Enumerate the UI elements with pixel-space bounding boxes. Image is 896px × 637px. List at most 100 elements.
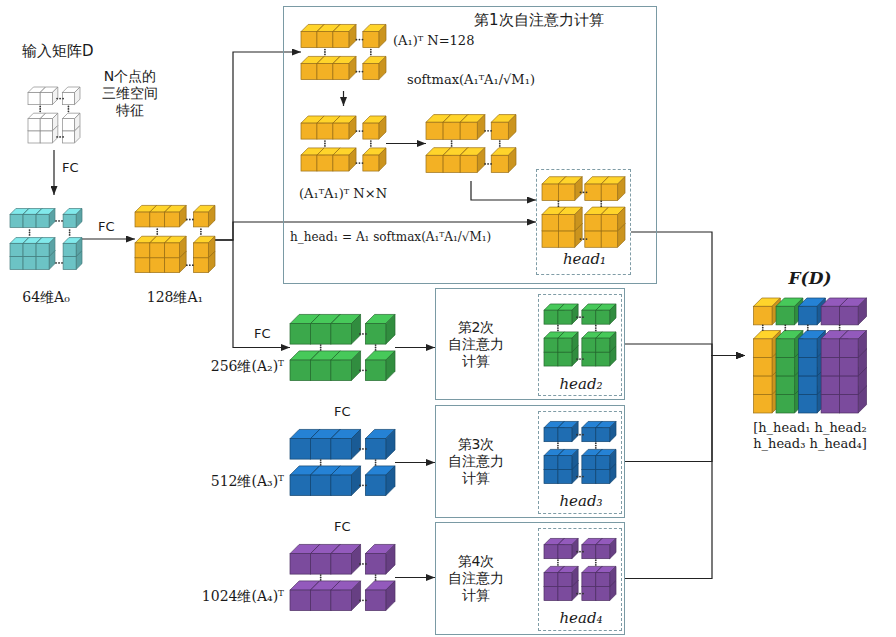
ellipsis-dot [583,238,585,240]
cube-stack [290,425,395,500]
ellipsis-dot [365,599,367,601]
ellipsis-dot [359,333,361,335]
ellipsis-dot [558,200,560,202]
ellipsis-dot [359,39,361,41]
feature-stack: 256维(A₂)ᵀ [290,310,395,385]
cube-stack [290,540,395,615]
ellipsis-dot [186,264,188,266]
cube [62,113,80,131]
ellipsis-dot [557,330,559,332]
ellipsis-dot [29,229,31,231]
ellipsis-dot [375,462,377,464]
ellipsis-dot [375,459,377,461]
ellipsis-dot [359,369,361,371]
ellipsis-dot [558,203,560,205]
ellipsis-dot [61,220,63,222]
cube [331,351,361,381]
attention-panel: 第3次 自注意力 计算head₃ [435,405,625,518]
ellipsis-dot [579,316,581,318]
cube [596,421,616,441]
edge-label: FC [60,160,81,176]
cube [333,148,356,171]
ellipsis-dot [579,476,581,478]
connector [625,356,745,579]
ellipsis-dot [62,98,64,100]
node-label: (A₁ᵀA₁)ᵀ N×N [273,186,413,202]
cube [601,177,625,201]
ellipsis-dot [582,593,584,595]
ellipsis-dot [595,559,597,561]
ellipsis-dot [557,447,559,449]
head-box: head₂ [538,294,622,396]
ellipsis-dot [582,316,584,318]
ellipsis-dot [356,130,358,132]
cube-stack [301,106,386,181]
ellipsis-dot [320,462,322,464]
ellipsis-dot [69,232,71,234]
ellipsis-dot [595,325,597,327]
ellipsis-dot [557,325,559,327]
cube [363,24,386,47]
ellipsis-dot [324,143,326,145]
ellipsis-dot [365,369,367,371]
ellipsis-dot [362,162,364,164]
ellipsis-dot [576,551,578,553]
ellipsis-dot [362,563,364,565]
node-label: softmax(A₁ᵀA₁/√M₁) [391,72,551,88]
ellipsis-dot [356,71,358,73]
cube [365,429,395,459]
cube [558,538,578,558]
connector [395,347,435,348]
ellipsis-dot [359,162,361,164]
cube-stack [745,298,875,413]
ellipsis-dot [62,136,64,138]
cube [193,236,215,258]
ellipsis-dot [580,191,582,193]
node-label: 128维A₁ [130,289,220,306]
ellipsis-dot [807,329,809,331]
ellipsis-dot [451,145,453,147]
cube [331,466,361,496]
cube [363,148,386,171]
node-label: F(D) [770,268,850,288]
ellipsis-dot [55,262,57,264]
ellipsis-dot [68,110,70,112]
ellipsis-dot [370,49,372,51]
ellipsis-dot [499,145,501,147]
ellipsis-dot [200,233,202,235]
node-label: 512维(A₃)ᵀ [184,473,284,490]
ellipsis-dot [762,329,764,331]
ellipsis-dot [320,349,322,351]
cube [596,449,616,469]
cube-stack [290,310,395,385]
attention-panel: 第4次 自注意力 计算head₄ [435,522,625,635]
cube [333,116,356,139]
matrix-stack: (A₁)ᵀ N=128 [301,13,386,91]
ellipsis-dot [189,219,191,221]
ellipsis-dot [557,559,559,561]
cube [460,148,485,173]
ellipsis-dot [839,327,841,329]
ellipsis-dot [595,562,597,564]
ellipsis-dot [186,219,188,221]
node-label: head₃ [541,492,621,510]
ellipsis-dot [320,344,322,346]
node-label: 64维A₀ [6,289,86,306]
cube [40,87,58,105]
ellipsis-dot [375,349,377,351]
ellipsis-dot [59,136,61,138]
ellipsis-dot [576,358,578,360]
ellipsis-dot [156,228,158,230]
ellipsis-dot [839,329,841,331]
connector [471,181,536,200]
ellipsis-dot [762,324,764,326]
ellipsis-dot [29,232,31,234]
ellipsis-dot [39,110,41,112]
ellipsis-dot [356,39,358,41]
ellipsis-dot [156,233,158,235]
feature-stack: 128维A₁ [135,195,215,283]
ellipsis-dot [61,262,63,264]
ellipsis-dot [586,191,588,193]
ellipsis-dot [362,333,364,335]
ellipsis-dot [324,145,326,147]
